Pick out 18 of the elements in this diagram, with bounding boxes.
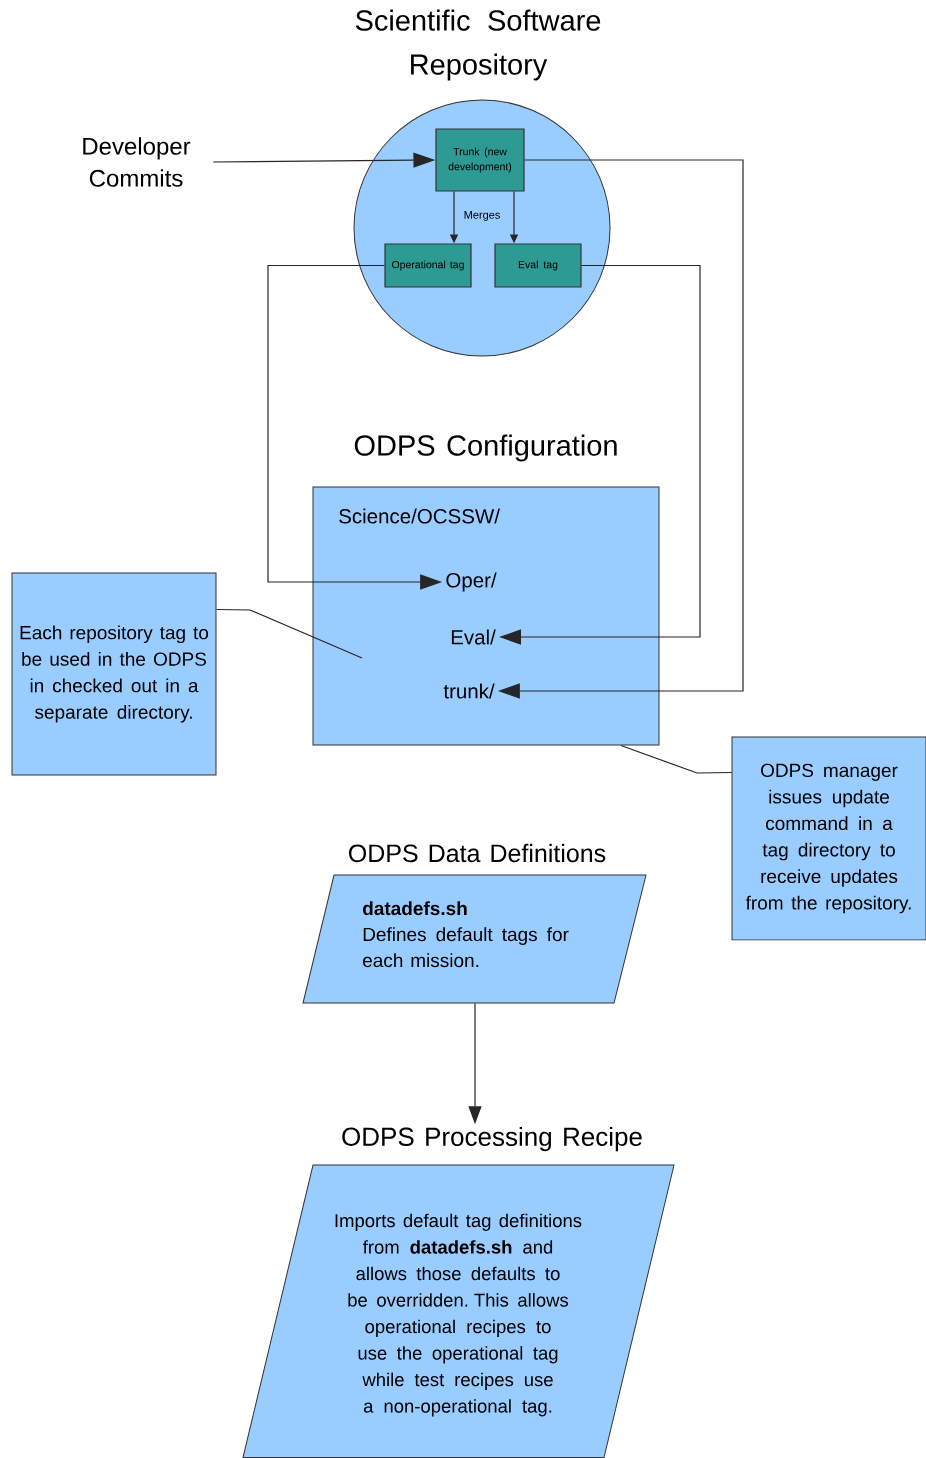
heading: ODPS Configuration — [354, 434, 617, 462]
note-box: Each repository tag to be used in the ODPS in checked out in a separate directory. — [11, 572, 217, 776]
edge-label: Merges — [462, 210, 502, 222]
recipe-parallelogram: Imports default tag definitions from datadefs.sh and allows those defaults to be overridden. This allows operational recipes to use the operational tag while test recipes use a non-operational tag. — [242, 1164, 675, 1458]
folder-name: Eval/ — [451, 629, 496, 645]
heading: ODPS Processing Recipe — [342, 1126, 642, 1152]
tag-box: Operational tag — [384, 243, 472, 288]
bare-text: Developer Commits — [83, 137, 191, 187]
note-box: ODPS manager issues update command in a tag directory to receive updates from the repository. — [731, 736, 926, 941]
heading: Scientific Software Repository — [355, 9, 601, 81]
folder-name: Oper/ — [446, 572, 497, 592]
folder-name: trunk/ — [443, 683, 495, 699]
leader-line — [215, 608, 363, 659]
leader-line — [620, 744, 733, 774]
heading: ODPS Data Definitions — [349, 843, 606, 863]
tag-box: Trunk (new development) — [435, 128, 525, 192]
data-parallelogram: datadefs.sh Defines default tags for each mission. — [302, 874, 647, 1004]
tag-box: Eval tag — [494, 243, 582, 288]
